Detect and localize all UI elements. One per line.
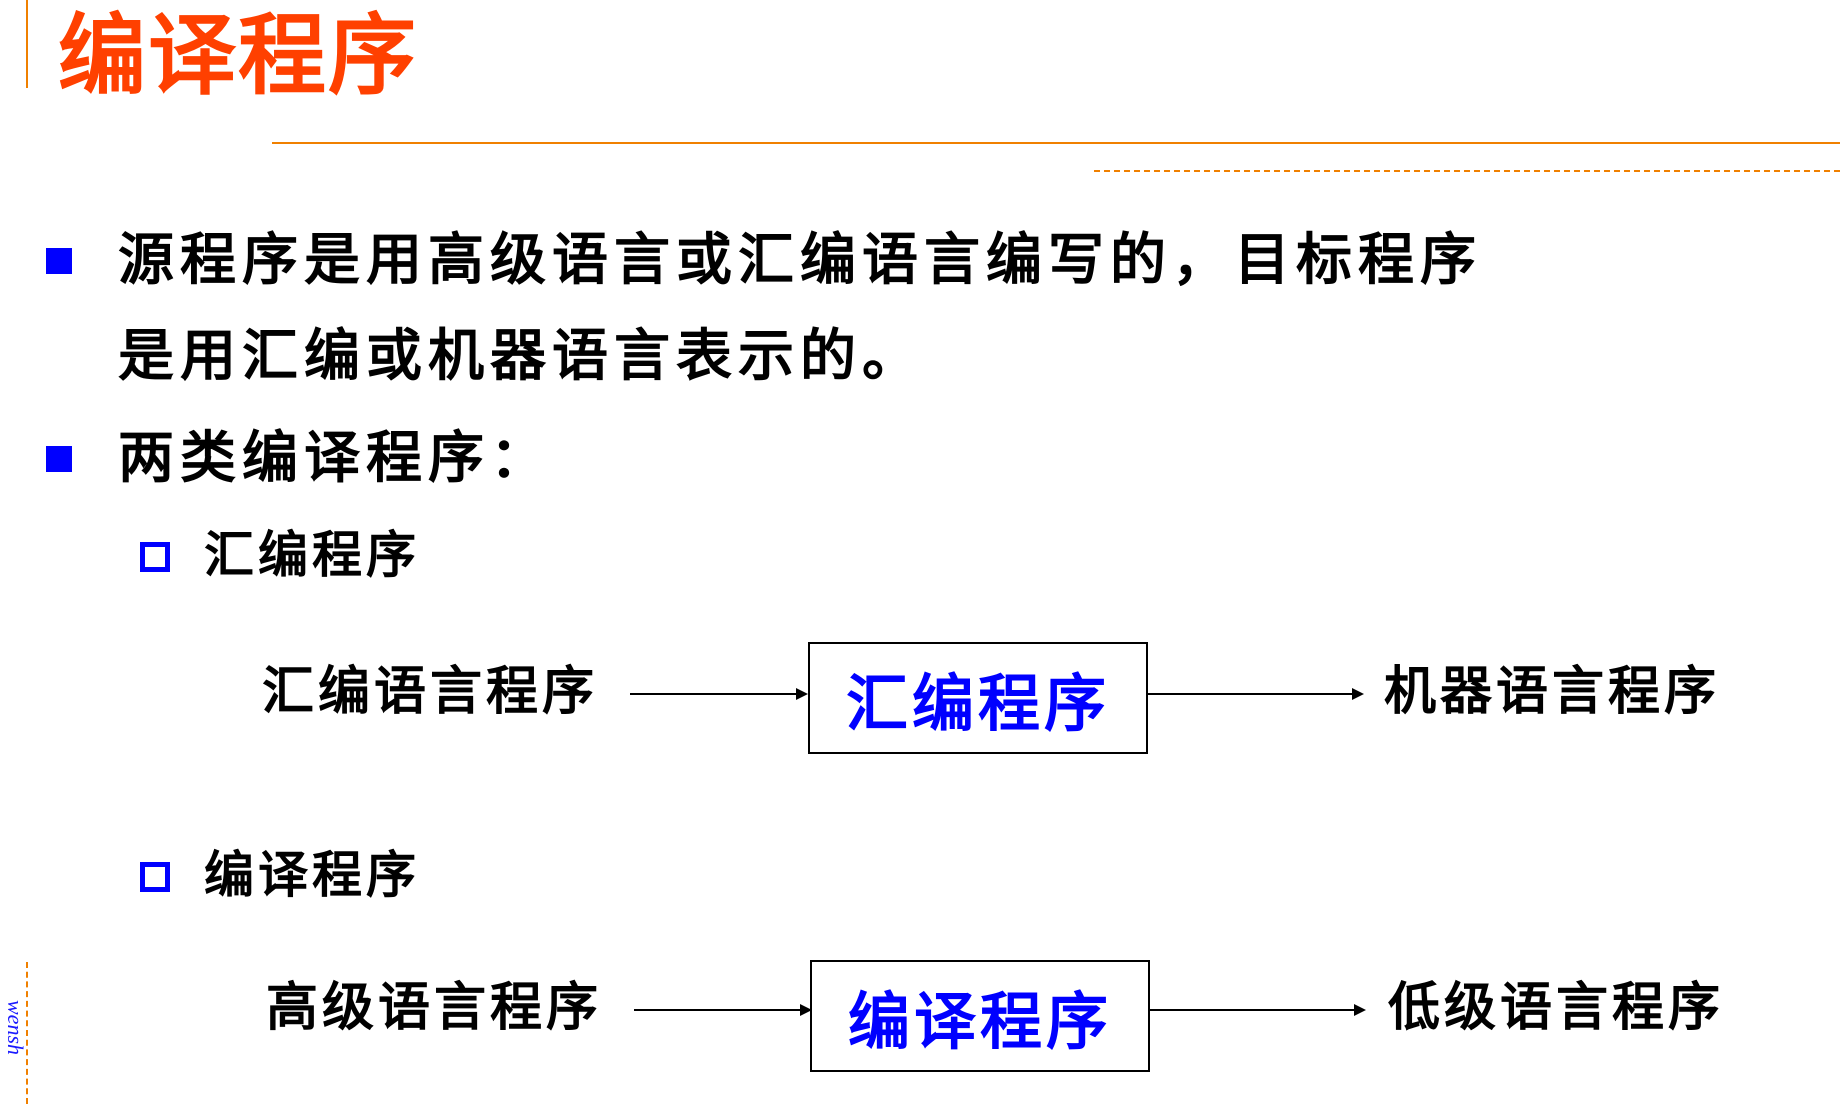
bullet-square-icon [46, 446, 72, 472]
sub-bullet-hollow-square-icon [140, 542, 170, 572]
bullet-1-line-1: 源程序是用高级语言或汇编语言编写的，目标程序 [118, 227, 1482, 293]
slide-title: 编译程序 [58, 4, 419, 107]
subitem-1-label: 汇编程序 [204, 525, 420, 584]
flow-1-process-box: 汇编程序 [808, 642, 1148, 754]
flow-2-arrow-out [1148, 1004, 1366, 1016]
sub-bullet-hollow-square-icon [140, 862, 170, 892]
flow-1-output: 机器语言程序 [1384, 661, 1721, 722]
flow-2-arrow-in [634, 1004, 812, 1016]
flow-1-arrow-in [630, 688, 808, 700]
title-underline [272, 142, 1840, 144]
flow-1-input: 汇编语言程序 [262, 661, 599, 722]
bullet-square-icon [46, 248, 72, 274]
subitem-2-label: 编译程序 [204, 845, 420, 904]
bullet-1-line-2: 是用汇编或机器语言表示的。 [118, 323, 924, 389]
title-dashed-rule [1094, 170, 1840, 172]
left-accent-rule-dashed [26, 962, 28, 1104]
side-watermark-text: wensh [3, 1000, 28, 1055]
bullet-2-line-1: 两类编译程序： [118, 425, 552, 491]
left-accent-rule [26, 0, 28, 88]
flow-1-arrow-out [1146, 688, 1364, 700]
flow-2-process-box: 编译程序 [810, 960, 1150, 1072]
flow-2-output: 低级语言程序 [1388, 977, 1725, 1038]
flow-2-input: 高级语言程序 [266, 977, 603, 1038]
